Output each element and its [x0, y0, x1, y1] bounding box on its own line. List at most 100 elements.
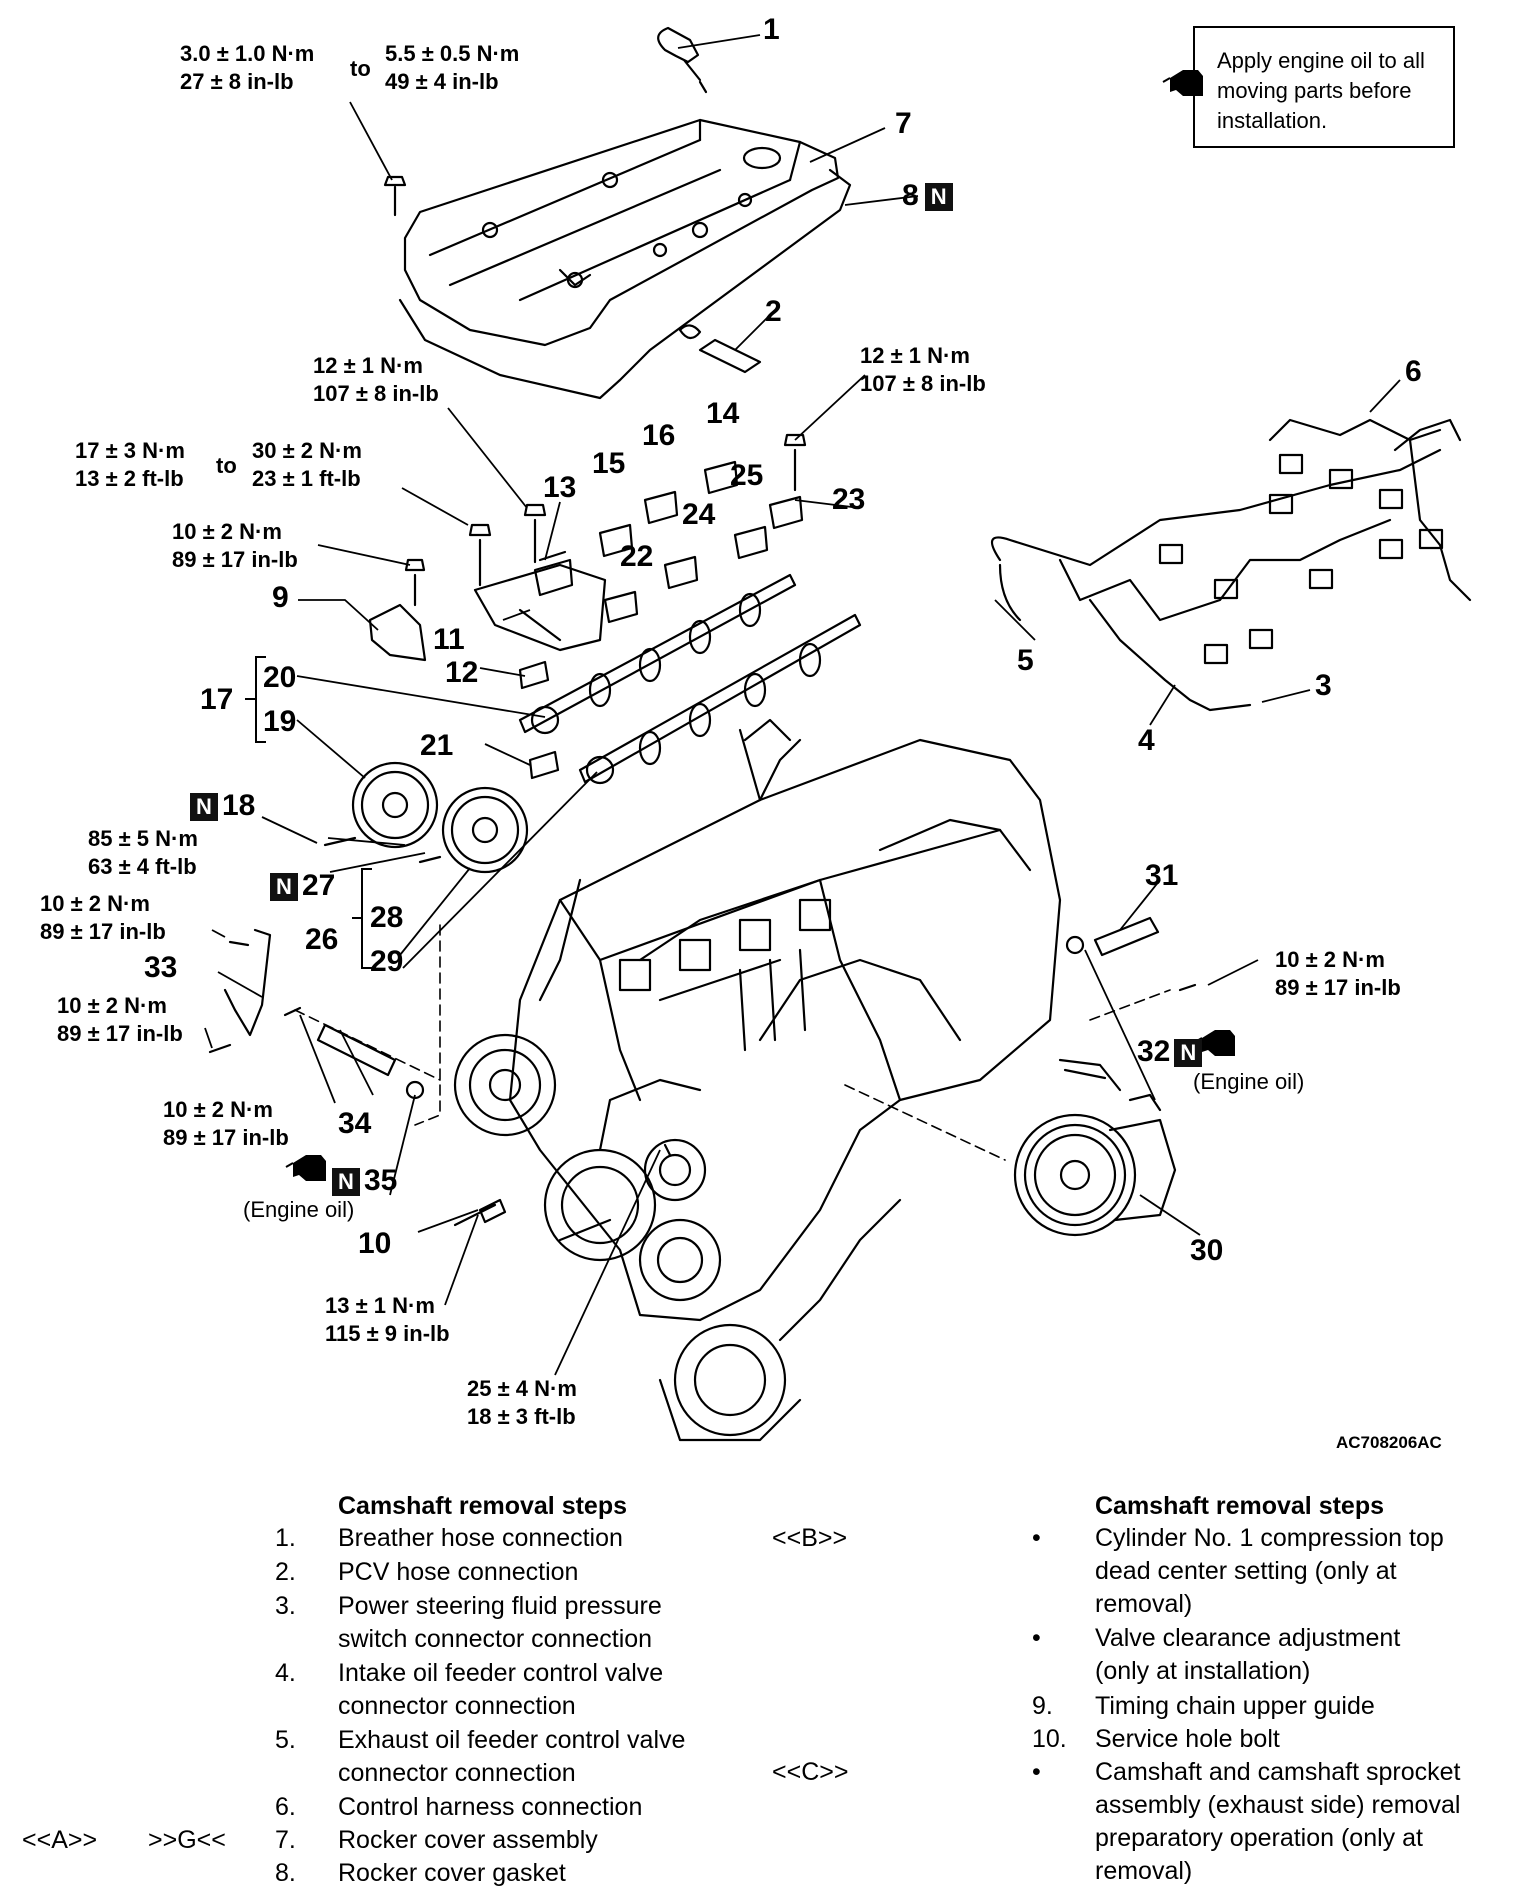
- camshaft-caps: [533, 460, 804, 624]
- torque-imperial: 107 ± 8 in-lb: [860, 371, 986, 396]
- callout-8-number: 8: [902, 179, 919, 212]
- step-text: preparatory operation (only at: [1095, 1824, 1423, 1852]
- step-number: 10.: [1032, 1725, 1067, 1753]
- step-text: PCV hose connection: [338, 1558, 579, 1586]
- callout-6: 6: [1405, 355, 1422, 388]
- step-bullet: •: [1032, 1524, 1041, 1552]
- step-text: Control harness connection: [338, 1793, 643, 1821]
- callout-11: 11: [433, 623, 465, 656]
- callout-15: 15: [592, 447, 626, 480]
- engine-oil-label: (Engine oil): [243, 1197, 355, 1222]
- torque-nm: 10 ± 2 N·m: [57, 993, 167, 1018]
- callout-10: 10: [358, 1227, 392, 1260]
- torque-nm: 5.5 ± 0.5 N·m: [385, 41, 520, 66]
- torque-imperial: 18 ± 3 ft-lb: [467, 1404, 576, 1429]
- torque-nm: 30 ± 2 N·m: [252, 438, 362, 463]
- step-text: switch connector connection: [338, 1625, 653, 1653]
- callout-9: 9: [272, 581, 289, 614]
- step-text: Rocker cover gasket: [338, 1859, 566, 1887]
- step-number: 5.: [275, 1726, 296, 1754]
- step-text: (only at installation): [1095, 1657, 1311, 1685]
- callout-17: 17: [200, 683, 234, 716]
- callout-27-number: 27: [302, 869, 336, 902]
- callout-30: 30: [1190, 1234, 1224, 1267]
- note-line: Apply engine oil to all: [1217, 48, 1425, 73]
- removal-ref: <<B>>: [772, 1524, 848, 1552]
- callout-25: 25: [730, 459, 764, 492]
- torque-nm: 12 ± 1 N·m: [860, 343, 970, 368]
- callout-23: 23: [832, 483, 866, 516]
- rocker-cover: [403, 118, 840, 347]
- pcv-hose: [678, 324, 762, 374]
- step-text: removal): [1095, 1590, 1193, 1618]
- torque-nm: 10 ± 2 N·m: [1275, 947, 1385, 972]
- engine-block: [453, 718, 1062, 1442]
- torque-nm: 85 ± 5 N·m: [88, 826, 198, 851]
- callout-19: 19: [263, 705, 297, 738]
- n-mark: N: [924, 183, 953, 212]
- callout-2: 2: [765, 295, 782, 328]
- step-text: connector connection: [338, 1759, 576, 1787]
- step-text: Power steering fluid pressure: [338, 1592, 662, 1620]
- engine-oil-label: (Engine oil): [1193, 1069, 1305, 1094]
- callout-22: 22: [620, 540, 654, 573]
- torque-nm: 10 ± 2 N·m: [172, 519, 282, 544]
- callout-33: 33: [144, 951, 178, 984]
- torque-nm: 10 ± 2 N·m: [163, 1097, 273, 1122]
- callout-14: 14: [706, 397, 740, 430]
- step-number: 3.: [275, 1592, 296, 1620]
- callout-31: 31: [1145, 859, 1179, 892]
- step-bullet: •: [1032, 1624, 1041, 1652]
- step-text: Breather hose connection: [338, 1524, 623, 1552]
- torque-imperial: 49 ± 4 in-lb: [385, 69, 499, 94]
- step-text: Rocker cover assembly: [338, 1826, 598, 1854]
- torque-cap-right: 12 ± 1 N·m 107 ± 8 in-lb: [860, 342, 986, 398]
- step-text: Camshaft and camshaft sprocket: [1095, 1758, 1461, 1786]
- install-ref: >>G<<: [148, 1826, 226, 1854]
- torque-imperial: 63 ± 4 ft-lb: [88, 854, 197, 879]
- callout-24: 24: [682, 498, 716, 531]
- callout-29: 29: [370, 945, 404, 978]
- torque-to: to: [216, 453, 237, 478]
- callout-12: 12: [445, 656, 479, 689]
- camshafts: [518, 573, 862, 785]
- note-line: installation.: [1217, 108, 1328, 133]
- callout-7: 7: [895, 107, 912, 140]
- torque-imperial: 13 ± 2 ft-lb: [75, 466, 184, 491]
- callout-28: 28: [370, 901, 404, 934]
- step-number: 9.: [1032, 1692, 1053, 1720]
- callout-26: 26: [305, 923, 339, 956]
- camshaft-sprockets: [351, 761, 529, 874]
- step-text: removal): [1095, 1857, 1193, 1885]
- torque-sprocket: 85 ± 5 N·m 63 ± 4 ft-lb: [88, 825, 198, 881]
- callout-16: 16: [642, 419, 676, 452]
- step-text: Intake oil feeder control valve: [338, 1659, 664, 1687]
- steps-heading: Camshaft removal steps: [338, 1492, 628, 1520]
- oil-note-box: Apply engine oil to all moving parts bef…: [1193, 26, 1455, 148]
- step-number: 1.: [275, 1524, 296, 1552]
- torque-imperial: 115 ± 9 in-lb: [325, 1321, 450, 1346]
- callout-3: 3: [1315, 669, 1332, 702]
- oil-can-icon: [285, 1155, 326, 1181]
- callout-34: 34: [338, 1107, 372, 1140]
- bearing-frame: [473, 563, 607, 652]
- n-mark: N: [190, 793, 218, 822]
- step-bullet: •: [1032, 1758, 1041, 1786]
- figure-code: AC708206AC: [1336, 1433, 1442, 1452]
- breather-hose: [657, 26, 708, 94]
- step-text: assembly (exhaust side) removal: [1095, 1791, 1461, 1819]
